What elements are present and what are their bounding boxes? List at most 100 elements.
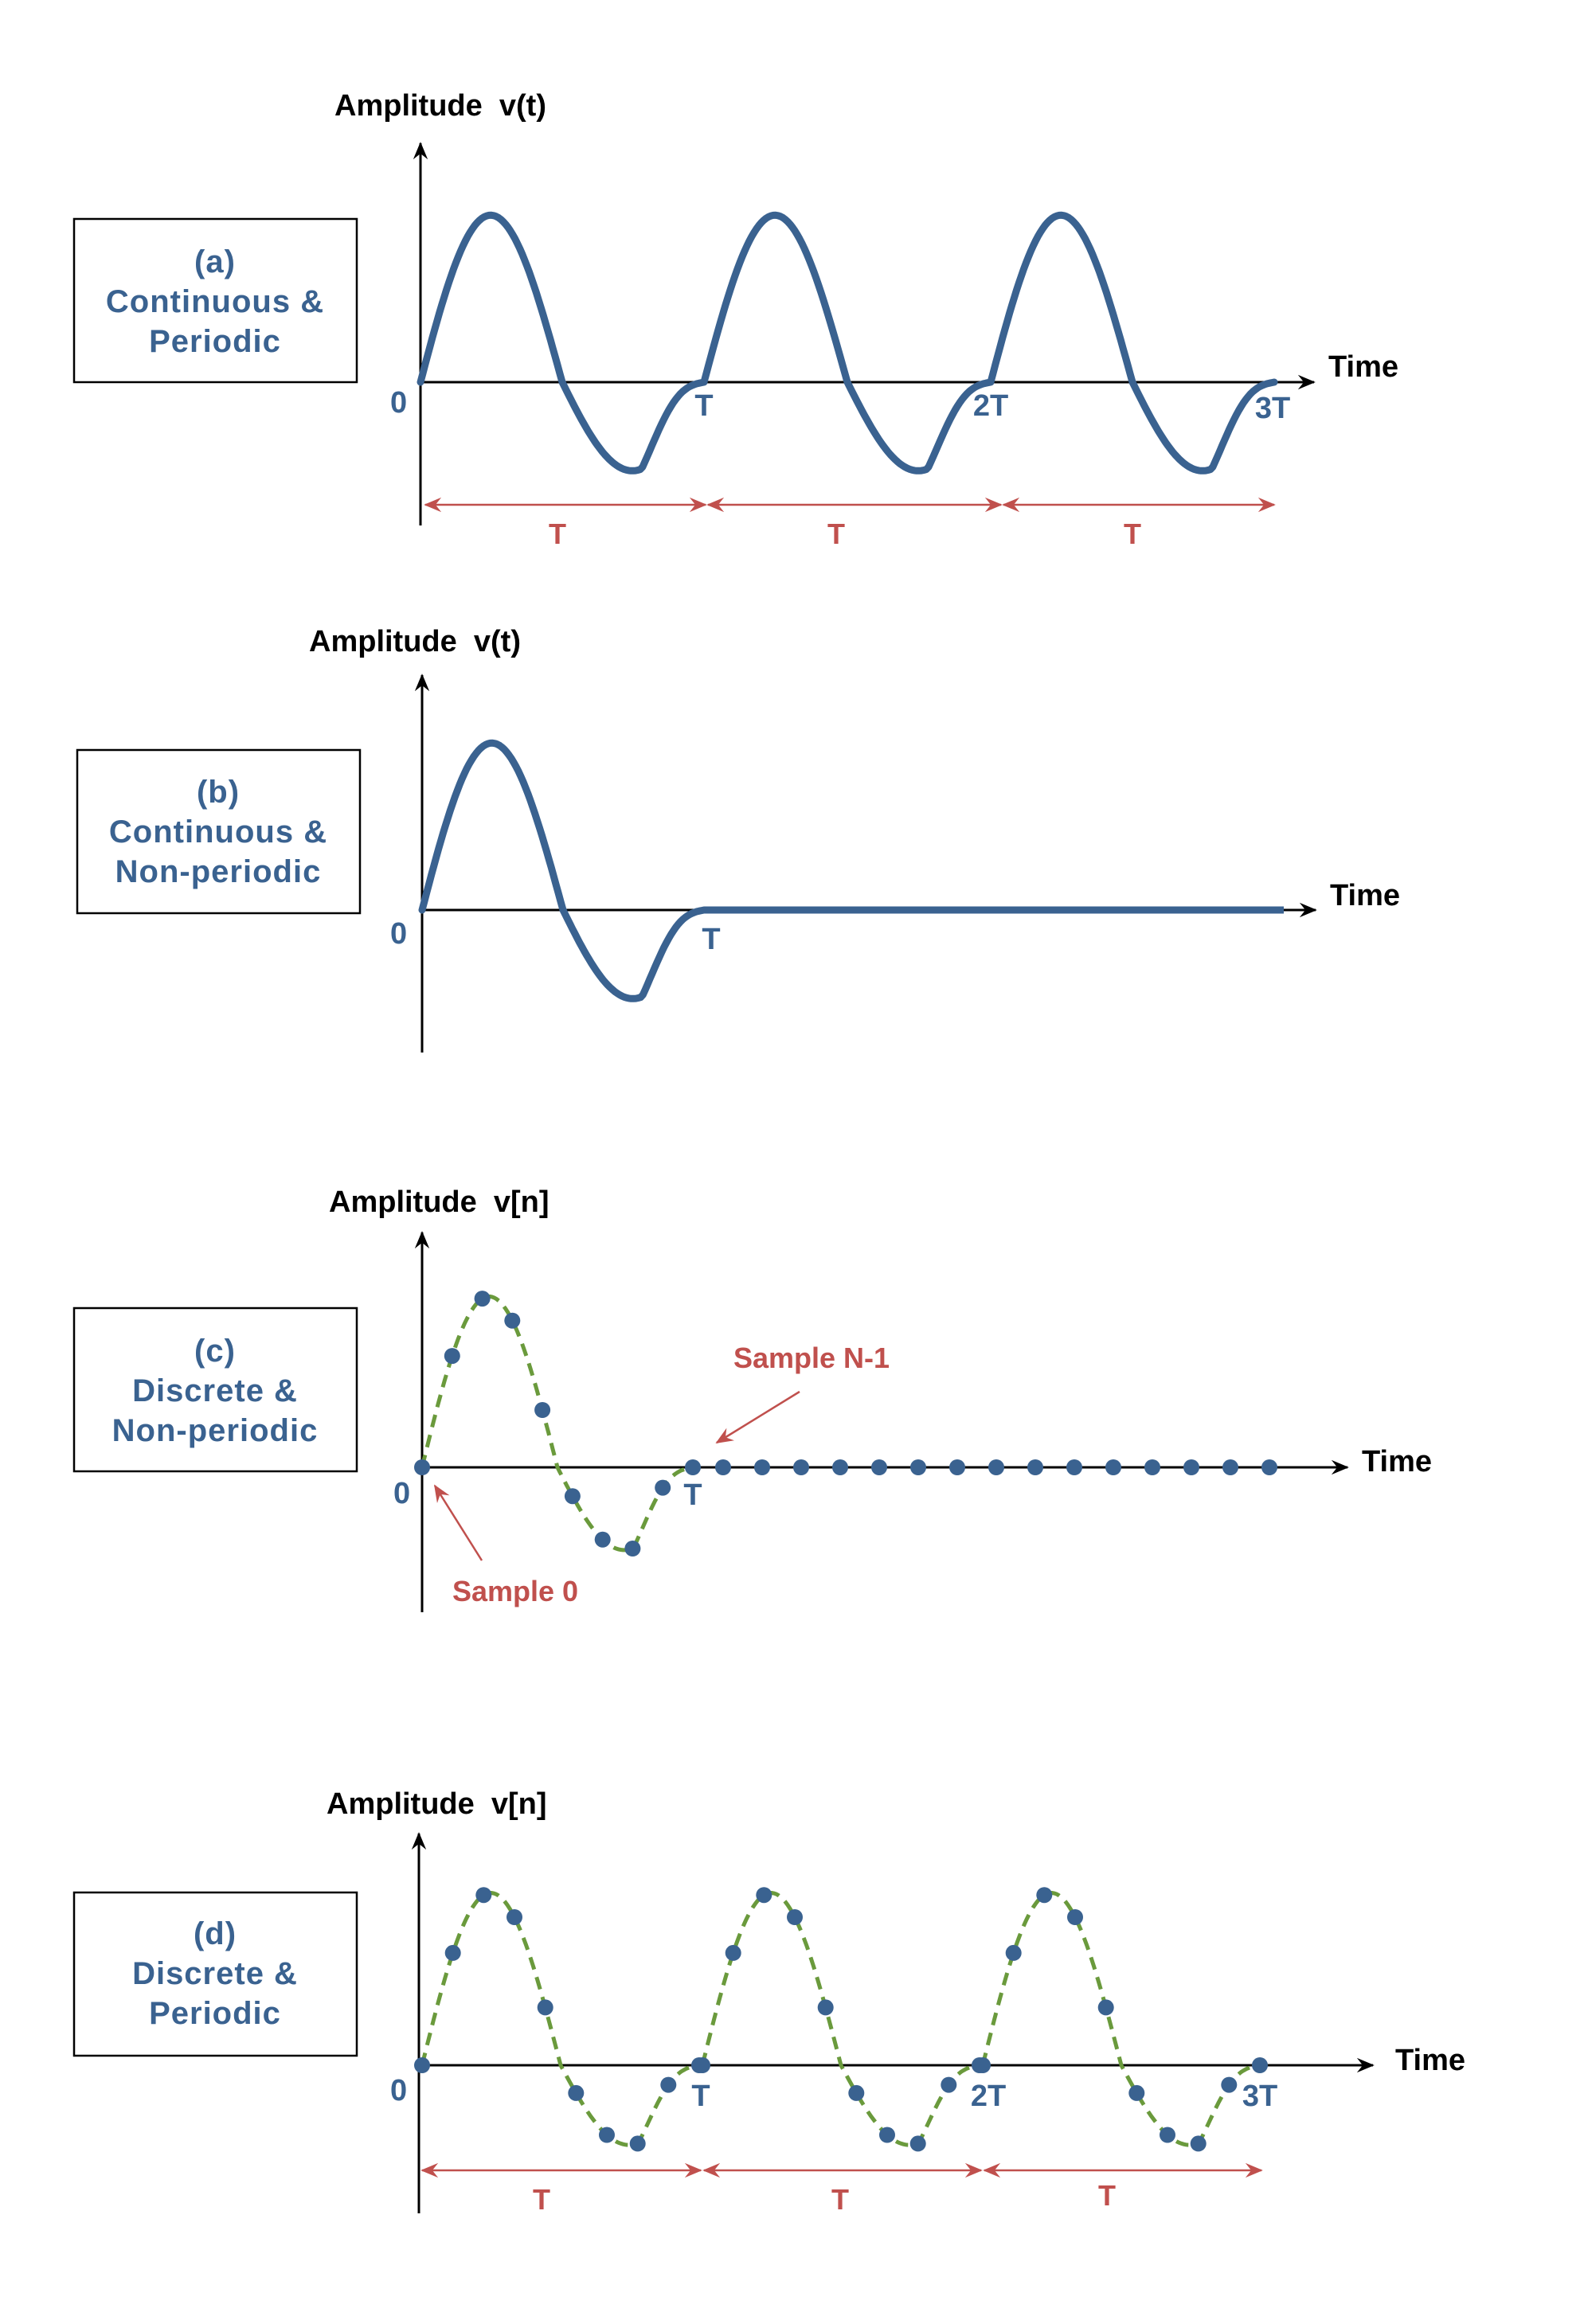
- panel-c-zero-sample-dot: [1222, 1459, 1238, 1475]
- panel-c-sample-dot: [504, 1312, 521, 1329]
- panel-a-box-line1: (a): [194, 244, 236, 279]
- panel-a-origin-label: 0: [390, 386, 407, 420]
- panel-c-origin-label: 0: [393, 1477, 410, 1510]
- panel-d-sample-dot: [414, 2057, 430, 2073]
- panel-a-tick-2T: 2T: [973, 389, 1008, 423]
- panel-c-zero-sample-dot: [988, 1459, 1004, 1475]
- panel-d-label-box: [72, 1891, 358, 2057]
- panel-d-sample-dot: [725, 1944, 741, 1961]
- panel-d-sample-dot: [537, 1999, 553, 2016]
- panel-a-x-axis-label: Time: [1328, 350, 1398, 384]
- panel-c-box-line3: Non-periodic: [112, 1413, 319, 1448]
- panel-d-sample-dot: [599, 2127, 615, 2143]
- panel-c-y-axis-label: Amplitude v[n]: [329, 1185, 550, 1219]
- panel-c-tick-T: T: [683, 1478, 702, 1512]
- panel-d-dashed-envelope: [420, 1890, 1261, 2147]
- panel-b-y-axis-label: Amplitude v(t): [309, 625, 521, 658]
- panel-c-zero-sample-dot: [1066, 1459, 1082, 1475]
- panel-c-zero-sample-dot: [715, 1459, 731, 1475]
- panel-d-sample-dot: [1097, 1999, 1114, 2016]
- panel-d-sample-dot: [941, 2076, 957, 2093]
- panel-a-box-line2: Continuous &: [106, 284, 324, 319]
- panel-d-sample-dot: [1160, 2127, 1175, 2143]
- panel-d-period-label-1: T: [533, 2183, 550, 2216]
- panel-c-sample-n-1-pointer: [715, 1390, 800, 1444]
- panel-c-zero-sample-dot: [910, 1459, 926, 1475]
- panel-d-sample-dot: [475, 1887, 492, 1904]
- panel-c-sample-0-pointer: [433, 1484, 483, 1561]
- panel-d-tick-T: T: [691, 2080, 710, 2113]
- panel-a-y-axis-label: Amplitude v(t): [334, 89, 546, 123]
- panel-c-box-line1: (c): [194, 1334, 236, 1369]
- panel-d-sample-dot: [909, 2135, 926, 2152]
- panel-c: (c) Discrete & Non-periodic Amplitude v[…: [72, 1185, 1432, 1612]
- panel-b-continuous-nonperiodic-signal: [418, 739, 708, 1002]
- panel-c-sample-dot: [414, 1459, 430, 1475]
- panel-c-sample-dot: [594, 1531, 611, 1548]
- panel-b-origin-label: 0: [390, 917, 407, 951]
- panel-a-continuous-periodic-signal: [417, 211, 1278, 475]
- panel-d-sample-dot: [1221, 2076, 1238, 2093]
- panel-c-zero-sample-dot: [1105, 1459, 1121, 1475]
- panel-c-sample-0-label: Sample 0: [452, 1575, 578, 1607]
- panel-c-sample-dot: [655, 1479, 671, 1496]
- panel-c-samples: [414, 1291, 1277, 1556]
- panel-c-label-box: [72, 1307, 358, 1473]
- panel-c-zero-sample-dot: [1261, 1459, 1277, 1475]
- panel-c-sample-n-1-label: Sample N-1: [733, 1342, 890, 1374]
- panel-c-sample-dot: [564, 1488, 581, 1505]
- panel-c-zero-sample-dot: [949, 1459, 965, 1475]
- panel-c-dashed-envelope: [420, 1294, 694, 1553]
- panel-b-box-line1: (b): [197, 775, 240, 810]
- panel-b: (b) Continuous & Non-periodic Amplitude …: [76, 625, 1400, 1053]
- panel-d-tick-3T: 3T: [1242, 2080, 1277, 2113]
- panel-d-sample-dot: [1252, 2057, 1268, 2073]
- panel-d-y-axis-label: Amplitude v[n]: [327, 1787, 547, 1821]
- panel-d-sample-dot: [817, 1999, 834, 2016]
- panel-d-sample-dot: [879, 2127, 895, 2143]
- panel-c-zero-sample-dot: [754, 1459, 770, 1475]
- panel-c-zero-sample-dot: [1027, 1459, 1043, 1475]
- panel-c-x-axis-label: Time: [1362, 1445, 1432, 1478]
- panel-a-tick-3T: 3T: [1255, 392, 1290, 425]
- panel-d-period-label-2: T: [831, 2183, 849, 2216]
- panel-c-sample-dot: [624, 1541, 641, 1556]
- panel-a-period-label-2: T: [827, 518, 845, 550]
- panel-a-tick-T: T: [694, 389, 713, 423]
- panel-c-box-line2: Discrete &: [132, 1373, 298, 1408]
- panel-c-sample-dot: [685, 1459, 701, 1475]
- panel-d-period-label-3: T: [1098, 2179, 1116, 2212]
- panel-b-box-line3: Non-periodic: [115, 854, 322, 889]
- panel-a-label-box: [72, 217, 358, 384]
- panel-c-zero-sample-dot: [793, 1459, 809, 1475]
- panel-c-zero-sample-dot: [1144, 1459, 1160, 1475]
- panel-d-sample-dot: [1067, 1909, 1083, 1925]
- panel-d-origin-label: 0: [390, 2074, 407, 2107]
- panel-d-x-axis-label: Time: [1395, 2044, 1465, 2077]
- panel-c-sample-dot: [444, 1348, 460, 1365]
- panel-c-sample-dot: [474, 1291, 491, 1307]
- panel-a-period-label-1: T: [549, 518, 566, 550]
- panel-c-zero-sample-dot: [871, 1459, 887, 1475]
- panel-d-sample-dot: [629, 2135, 646, 2152]
- panel-d-box-line1: (d): [194, 1916, 237, 1951]
- panel-b-tick-T: T: [702, 923, 720, 956]
- panel-a-period-label-3: T: [1124, 518, 1141, 550]
- panel-c-zero-sample-dot: [832, 1459, 848, 1475]
- panel-d-sample-dot: [660, 2076, 677, 2093]
- panel-d-tick-2T: 2T: [971, 2080, 1006, 2113]
- panel-d-sample-dot: [975, 2057, 991, 2073]
- panel-b-box-line2: Continuous &: [109, 814, 327, 850]
- panel-d-sample-dot: [506, 1909, 522, 1925]
- panel-d-box-line2: Discrete &: [132, 1956, 298, 1991]
- panel-a-box-line3: Periodic: [149, 324, 281, 359]
- panel-c-zero-sample-dot: [1183, 1459, 1199, 1475]
- panel-d-sample-dot: [1036, 1887, 1053, 1904]
- panel-b-x-axis-label: Time: [1330, 879, 1400, 912]
- panel-c-sample-dot: [534, 1402, 551, 1418]
- panel-d-sample-dot: [787, 1909, 803, 1925]
- panel-d-sample-dot: [694, 2057, 710, 2073]
- panel-b-label-box: [76, 748, 362, 915]
- panel-d-samples: [414, 1887, 1268, 2152]
